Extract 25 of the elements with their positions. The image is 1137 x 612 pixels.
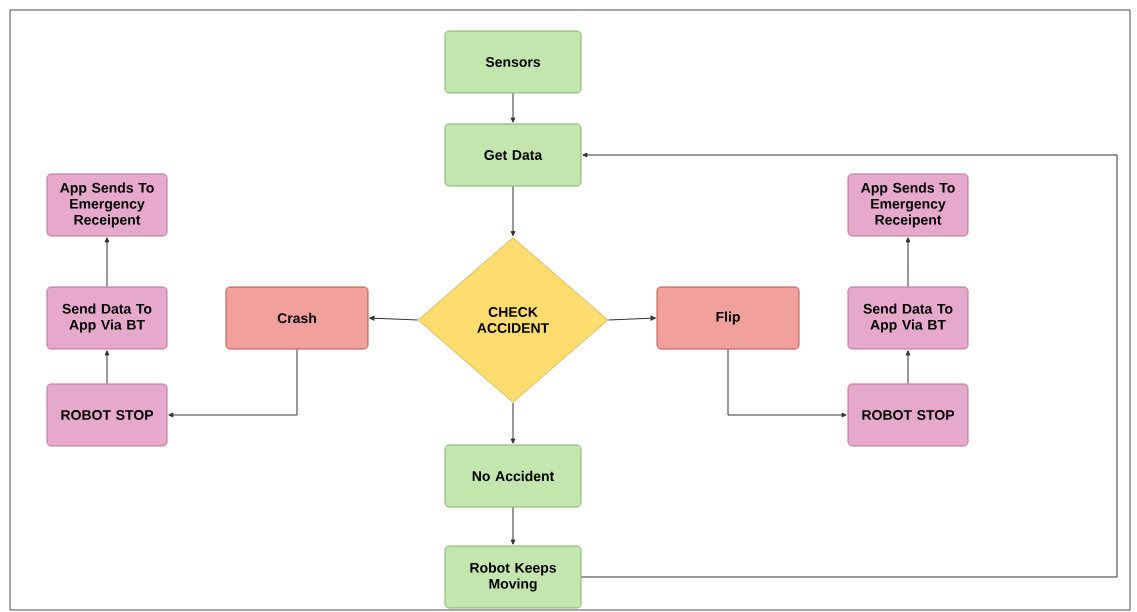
arrow: [510, 186, 516, 237]
process-box: Send Data To App Via BT: [847, 286, 969, 350]
arrow: [905, 350, 911, 384]
process-box: No Accident: [444, 444, 582, 508]
process-box: App Sends To Emergency Receipent: [847, 173, 969, 237]
arrow: [727, 349, 847, 418]
arrow: [510, 507, 516, 545]
process-box: ROBOT STOP: [847, 383, 969, 447]
arrow: [168, 349, 298, 418]
arrow: [104, 237, 110, 287]
arrow: [510, 93, 516, 123]
process-box: ROBOT STOP: [46, 383, 168, 447]
process-box: Sensors: [444, 30, 582, 94]
arrow: [608, 315, 656, 321]
arrow: [369, 315, 418, 321]
arrow: [581, 152, 1118, 578]
arrow: [104, 350, 110, 384]
process-box: Get Data: [444, 123, 582, 187]
process-box: Flip: [656, 286, 800, 350]
process-box: Crash: [225, 286, 369, 350]
process-box: Robot Keeps Moving: [444, 545, 582, 609]
arrow: [905, 237, 911, 287]
process-box: Send Data To App Via BT: [46, 286, 168, 350]
process-box: App Sends To Emergency Receipent: [46, 173, 168, 237]
arrow: [510, 402, 516, 444]
